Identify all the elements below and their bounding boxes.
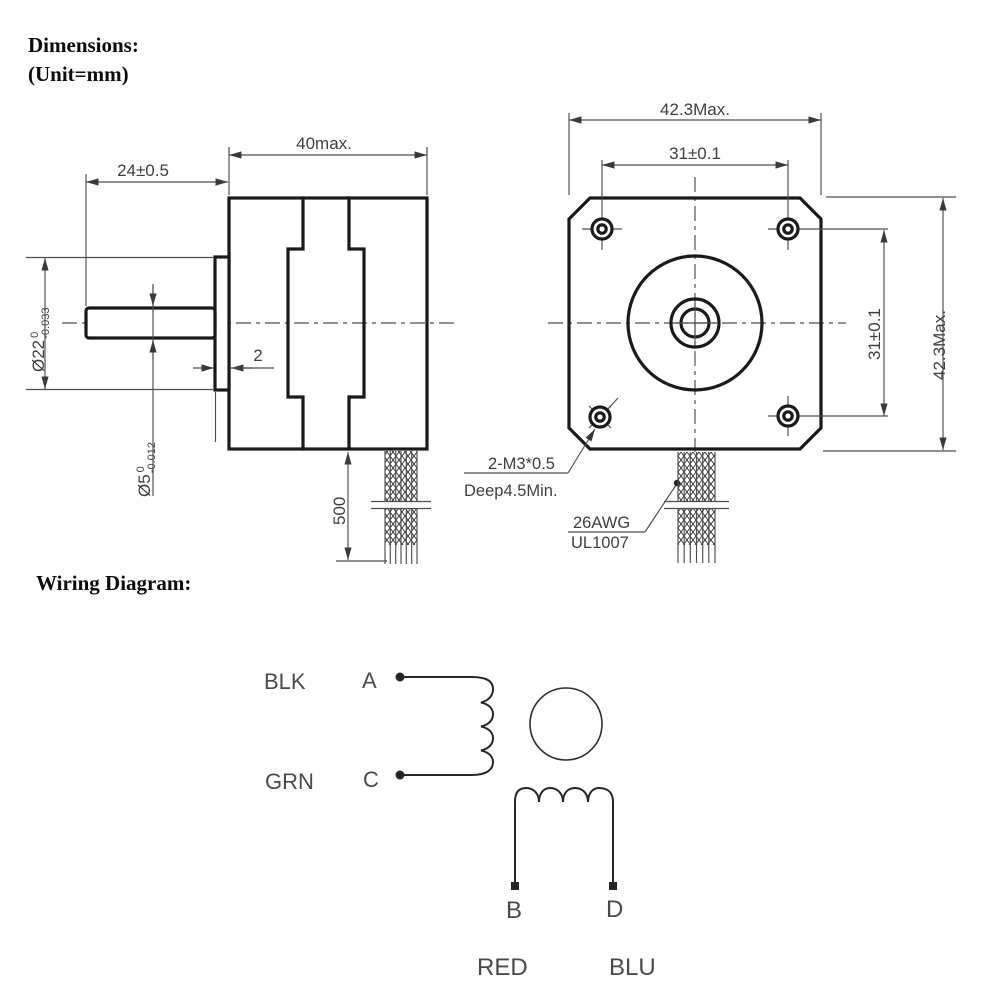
overall-height-label: 42.3Max.	[930, 310, 949, 380]
terminal-d-dot	[609, 882, 617, 890]
shaft-hub-circle	[669, 297, 721, 349]
hole-ring	[590, 217, 614, 241]
tap-note-line1: 2-M3*0.5	[488, 455, 555, 473]
pilot-boss-circle	[626, 254, 764, 392]
hole-bore	[594, 411, 606, 423]
wire-color-blu-label: BLU	[609, 954, 656, 981]
coil-phase-bd	[514, 786, 614, 887]
boss-thickness-label: 2	[253, 346, 262, 365]
leader-arrow	[567, 428, 596, 474]
side-view: 40max. 24±0.5 Ø220-0.033 Ø50-0.012 2 500	[26, 134, 458, 564]
wire-color-blk-label: BLK	[264, 669, 306, 694]
terminal-c-label: C	[363, 767, 379, 792]
wire-color-red-label: RED	[477, 954, 528, 981]
side-lead-bundle	[371, 451, 431, 564]
leader-line	[644, 484, 677, 533]
hole-spacing-h-label: 31±0.1	[669, 144, 721, 163]
hole-bore	[782, 223, 794, 235]
rotor-circle	[529, 687, 603, 761]
wire-note-line1: 26AWG	[573, 514, 630, 532]
coil-phase-ac	[399, 676, 495, 776]
mounting-hole-top-right	[768, 160, 888, 250]
page-title: Dimensions:	[28, 33, 139, 57]
wire-color-grn-label: GRN	[265, 769, 314, 794]
front-view: 42.3Max. 31±0.1 31±0.1 42.3Max. 2-M3*0.5…	[464, 100, 956, 563]
wiring-diagram: BLK A GRN C B D RED BLU	[264, 668, 656, 981]
body-width-label: 40max.	[296, 134, 352, 153]
tap-note-line2: Deep4.5Min.	[464, 482, 558, 500]
pilot-boss	[213, 255, 231, 392]
shaft-length-label: 24±0.5	[117, 161, 169, 180]
hole-ring	[588, 405, 612, 429]
terminal-b-dot	[511, 882, 519, 890]
faceplate-outline	[567, 196, 823, 451]
hole-ring	[776, 217, 800, 241]
mounting-hole-bottom-left	[588, 397, 619, 429]
wire-note-line2: UL1007	[571, 534, 629, 552]
mounting-hole-bottom-right	[768, 396, 888, 436]
terminal-a-label: A	[362, 668, 377, 693]
stator-step-left	[286, 196, 305, 451]
boss-diameter-label: Ø220-0.033	[29, 308, 52, 372]
stator-step-right	[347, 196, 366, 451]
hole-ring	[776, 404, 800, 428]
hole-bore	[596, 223, 608, 235]
mounting-hole-top-left	[582, 160, 622, 250]
lead-length-label: 500	[330, 497, 349, 525]
tapped-hole-callout: 2-M3*0.5 Deep4.5Min.	[464, 428, 596, 500]
bundle-wires	[384, 451, 418, 564]
lead-wire-callout: 26AWG UL1007	[568, 479, 681, 552]
wiring-diagram-title: Wiring Diagram:	[36, 571, 191, 595]
overall-width-label: 42.3Max.	[660, 100, 730, 119]
bundle-wires	[677, 452, 716, 563]
hole-bore	[782, 410, 794, 422]
terminal-b-label: B	[506, 897, 522, 924]
hole-spacing-v-label: 31±0.1	[865, 308, 884, 360]
terminal-d-label: D	[606, 896, 623, 923]
front-lead-bundle	[664, 452, 729, 563]
unit-note: (Unit=mm)	[28, 62, 129, 86]
shaft-diameter-label: Ø50-0.012	[135, 442, 158, 497]
motor-shaft	[84, 306, 217, 340]
